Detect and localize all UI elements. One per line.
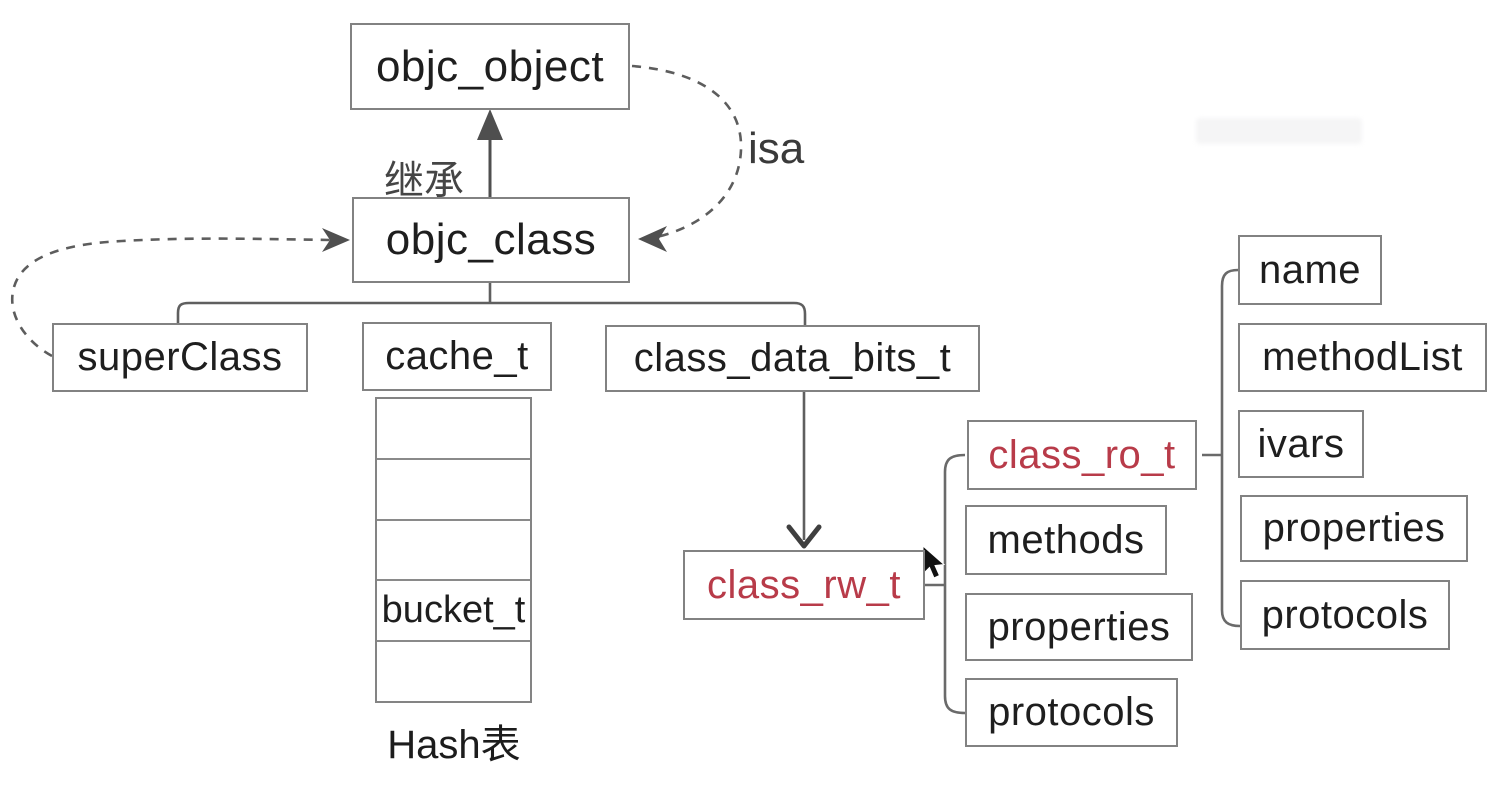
inheritance-edge-label: 继承 <box>384 159 464 203</box>
isa-edge <box>631 64 743 252</box>
node-objc-class: objc_class <box>352 197 630 283</box>
hash-table-row-bucket-t: bucket_t <box>377 579 530 640</box>
ro-bracket <box>1202 268 1241 628</box>
hash-table-row <box>377 518 530 580</box>
node-ro-properties: properties <box>1240 495 1468 562</box>
data-bits-arrow <box>786 392 822 549</box>
node-objc-object: objc_object <box>350 23 630 110</box>
superclass-edge <box>11 228 350 358</box>
hash-table: bucket_t <box>375 397 532 703</box>
node-class-data-bits-t: class_data_bits_t <box>605 325 980 392</box>
node-class-rw-t: class_rw_t <box>683 550 925 620</box>
node-rw-properties: properties <box>965 593 1193 661</box>
hash-table-row <box>377 399 530 458</box>
rw-bracket <box>925 453 966 715</box>
hash-table-row <box>377 640 530 701</box>
hash-table-caption: Hash表 <box>387 723 521 767</box>
watermark <box>1196 118 1362 144</box>
node-superclass: superClass <box>52 323 308 392</box>
mouse-cursor-icon <box>922 544 946 579</box>
hash-table-row <box>377 457 530 519</box>
node-ro-name: name <box>1238 235 1382 305</box>
node-rw-methods: methods <box>965 505 1167 575</box>
tree-connector <box>176 283 807 325</box>
node-ro-methodlist: methodList <box>1238 323 1487 392</box>
node-cache-t: cache_t <box>362 322 552 391</box>
node-ro-ivars: ivars <box>1238 410 1364 478</box>
inheritance-arrow <box>477 109 503 197</box>
node-class-ro-t: class_ro_t <box>967 420 1197 490</box>
isa-edge-label: isa <box>748 124 805 173</box>
node-rw-protocols: protocols <box>965 678 1178 747</box>
node-ro-protocols: protocols <box>1240 580 1450 650</box>
